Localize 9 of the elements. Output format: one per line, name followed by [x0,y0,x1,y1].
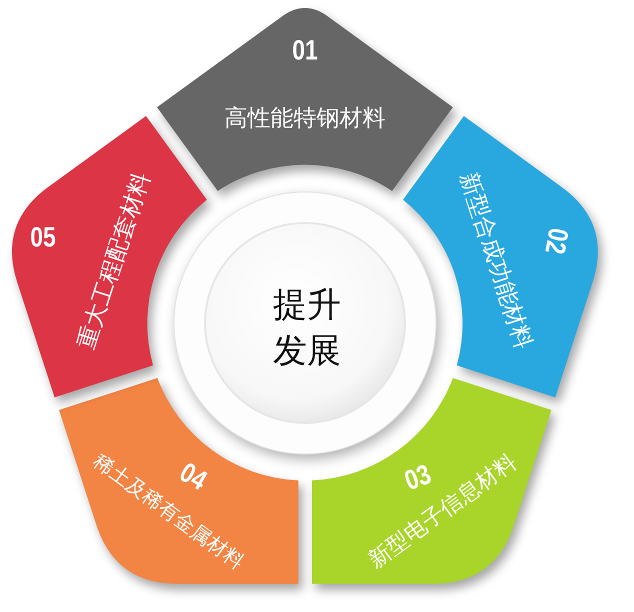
step-number: 02 [538,226,574,257]
step-number: 05 [30,222,56,254]
segment-label: 重大工程配套材料 [74,170,156,353]
step-number: 03 [400,459,436,498]
segment-label: 新型合成功能材料 [454,170,536,353]
step-number: 04 [174,456,212,496]
segment-label: 高性能特钢材料 [224,106,386,132]
step-number: 01 [292,36,318,66]
center-label: 提升发展 [272,284,342,373]
